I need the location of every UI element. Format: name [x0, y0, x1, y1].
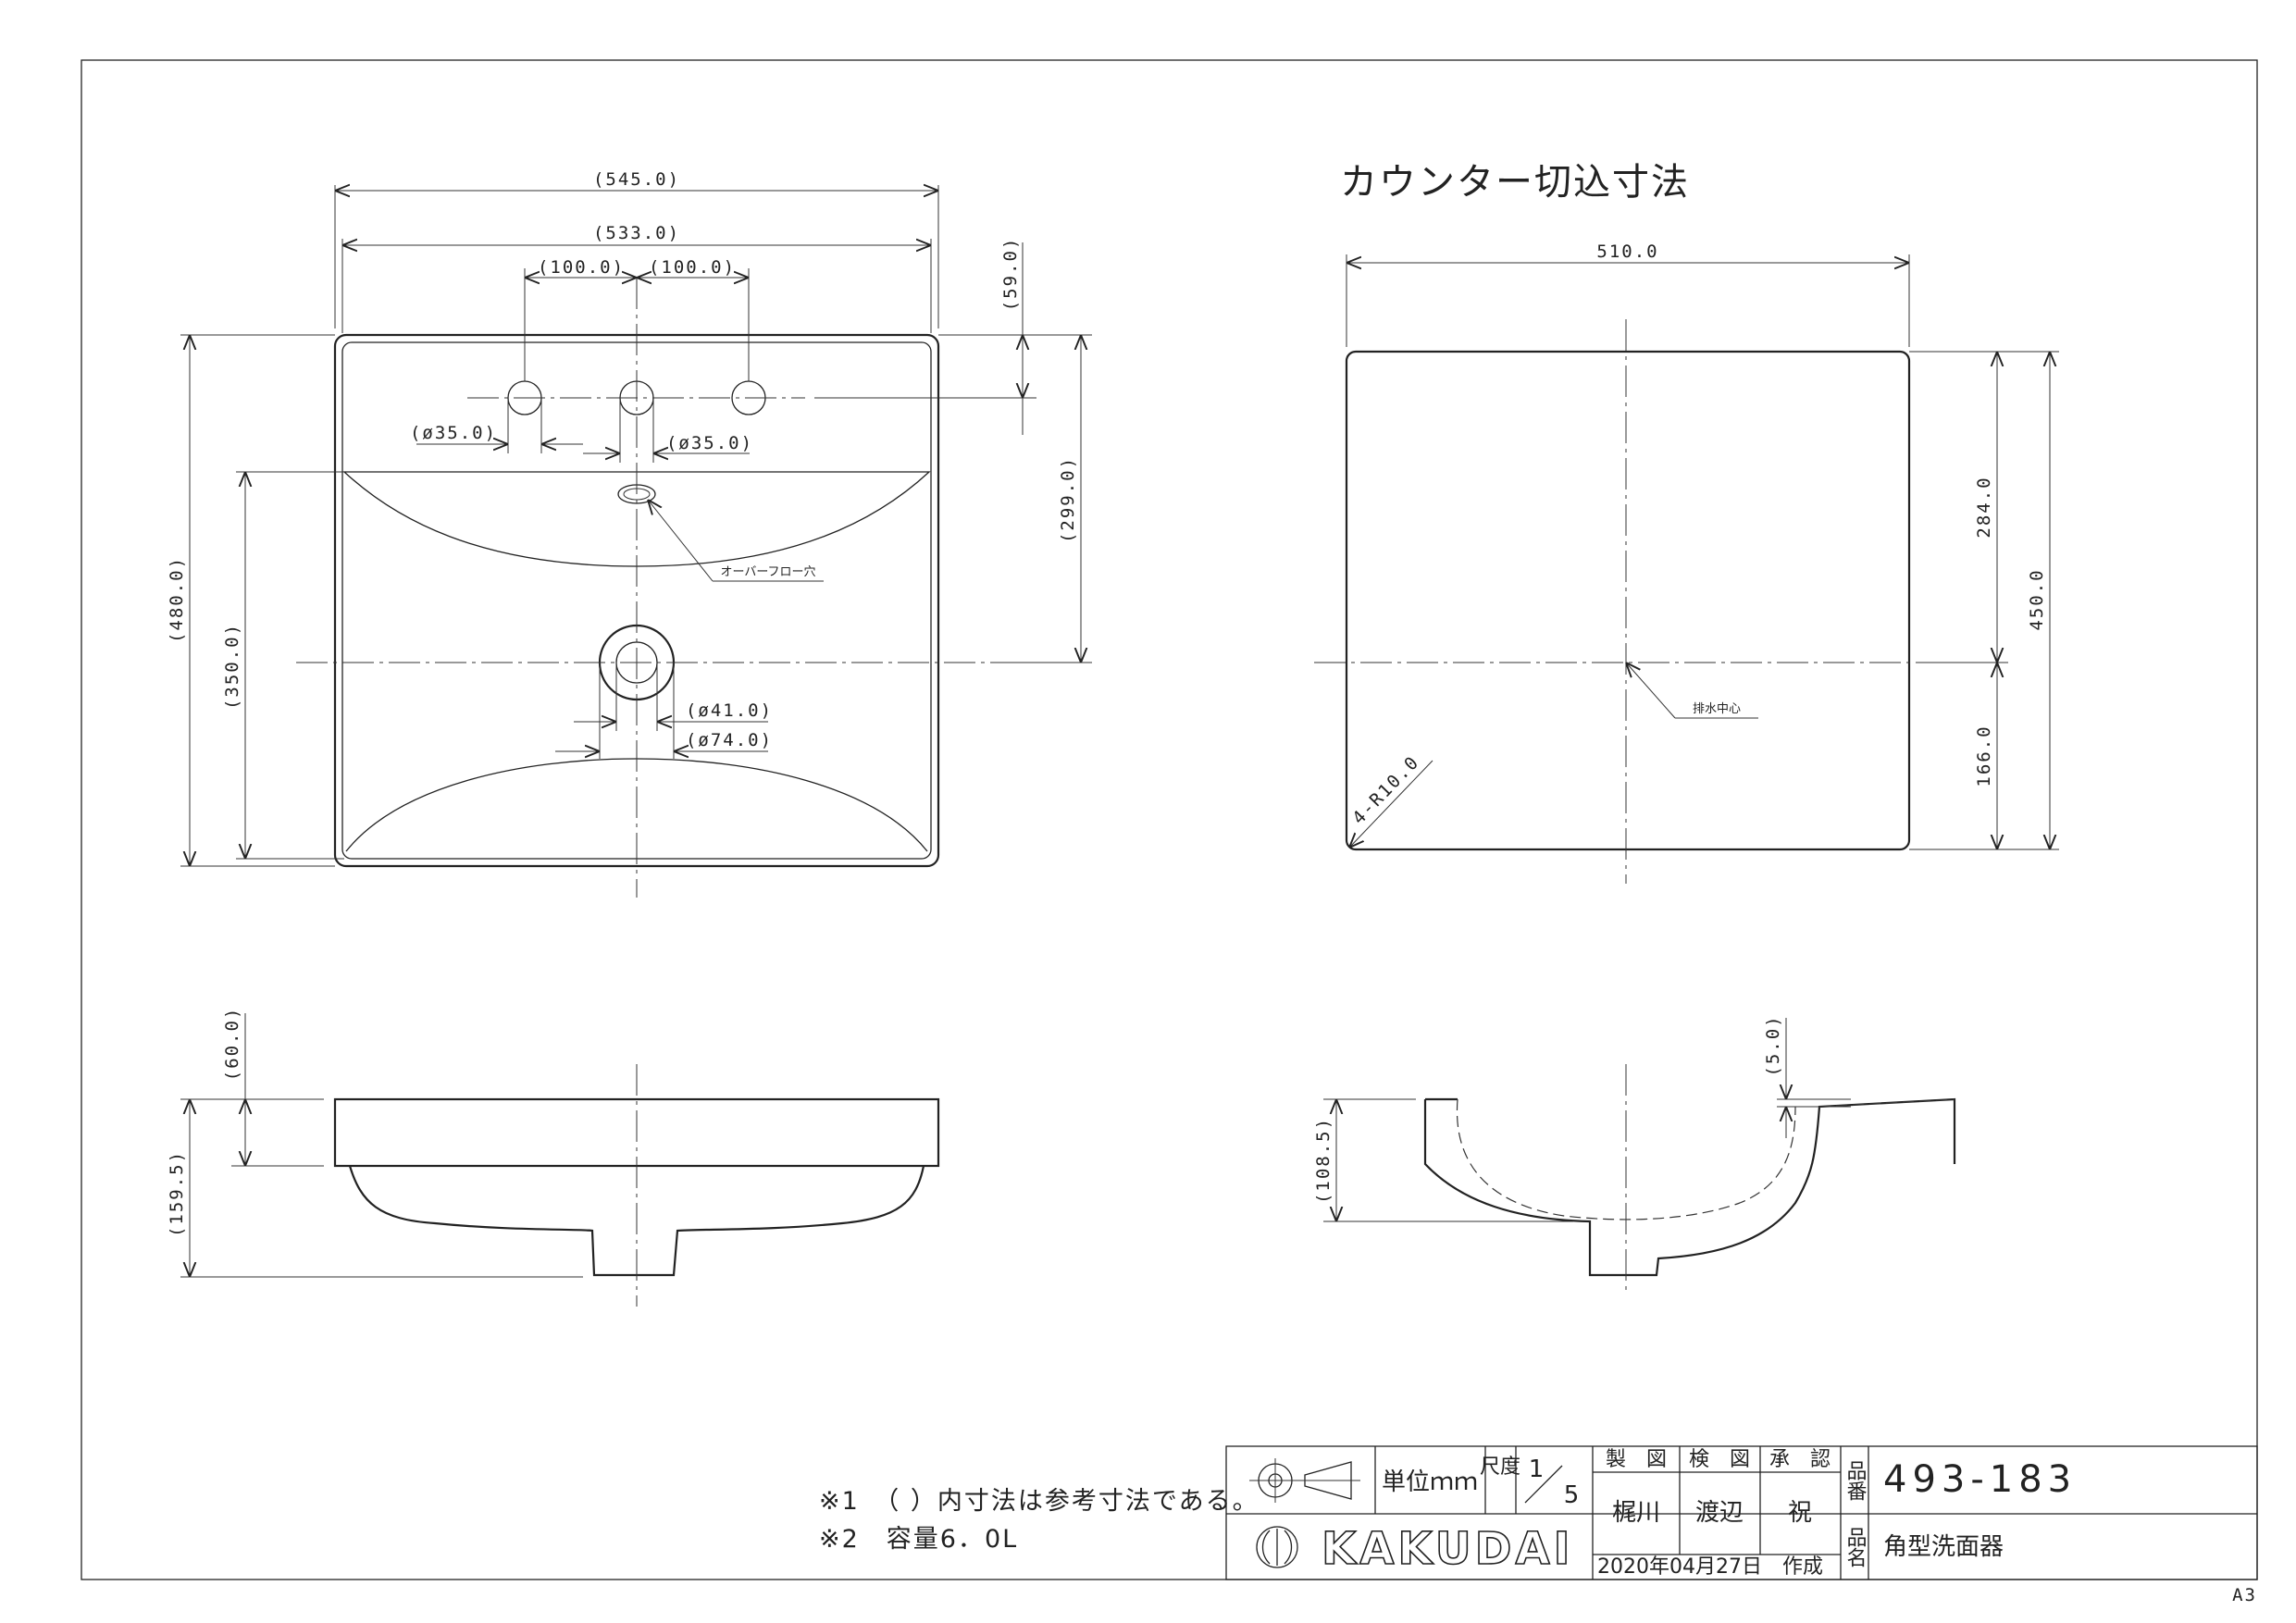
drawn-by: 梶川 — [1612, 1499, 1660, 1527]
basin-front-view: (60.0) (159.5) — [167, 1007, 940, 1307]
svg-text:510.0: 510.0 — [1596, 242, 1658, 262]
svg-text:(545.0): (545.0) — [593, 169, 680, 190]
svg-text:(60.0): (60.0) — [222, 1007, 242, 1082]
svg-text:(59.0): (59.0) — [1000, 237, 1021, 312]
svg-text:(480.0): (480.0) — [167, 556, 187, 643]
svg-text:284.0: 284.0 — [1974, 476, 1994, 538]
svg-text:検 図: 検 図 — [1689, 1448, 1750, 1471]
svg-text:(ø74.0): (ø74.0) — [686, 730, 773, 750]
svg-text:品番: 品番 — [1843, 1460, 1868, 1501]
svg-text:(ø41.0): (ø41.0) — [686, 700, 773, 721]
scale-label: 尺度 — [1480, 1456, 1520, 1479]
brand-name: KAKUDAI — [1322, 1523, 1574, 1575]
svg-text:(ø35.0): (ø35.0) — [410, 423, 497, 443]
svg-text:(100.0): (100.0) — [538, 257, 625, 278]
unit-label: 単位ｍｍ — [1382, 1468, 1478, 1496]
svg-text:(ø35.0): (ø35.0) — [666, 433, 753, 453]
product-number: 493-183 — [1883, 1458, 2077, 1501]
svg-text:5: 5 — [1564, 1481, 1580, 1509]
svg-text:(100.0): (100.0) — [649, 257, 736, 278]
svg-text:(299.0): (299.0) — [1058, 456, 1078, 543]
kakudai-logo-icon — [1256, 1526, 1298, 1568]
note-2: ※2 容量6．0L — [819, 1525, 1018, 1554]
svg-text:166.0: 166.0 — [1974, 725, 1994, 787]
svg-text:(533.0): (533.0) — [593, 223, 680, 243]
front-bowl — [348, 1165, 925, 1277]
svg-text:450.0: 450.0 — [2027, 568, 2047, 630]
svg-text:品名: 品名 — [1843, 1527, 1867, 1567]
note-1: ※1 （ ）内寸法は参考寸法である。 — [819, 1487, 1260, 1516]
side-hidden-inner — [1456, 1098, 1796, 1220]
paper-size: A3 — [2232, 1585, 2257, 1605]
svg-text:(108.5): (108.5) — [1313, 1117, 1334, 1204]
svg-text:(159.5): (159.5) — [167, 1150, 187, 1237]
counter-cut-view: カウンター切込寸法 510.0 450.0 284.0 166.0 4-R10.… — [1314, 161, 2059, 884]
svg-text:(5.0): (5.0) — [1763, 1014, 1783, 1076]
drawing-frame — [81, 59, 2258, 1580]
svg-text:オーバーフロー穴: オーバーフロー穴 — [720, 565, 815, 579]
svg-text:排水中心: 排水中心 — [1693, 702, 1741, 716]
cutout-outline — [1345, 350, 1911, 851]
svg-text:(350.0): (350.0) — [222, 623, 242, 710]
approved-by: 祝 — [1788, 1499, 1812, 1527]
svg-text:4-R10.0: 4-R10.0 — [1348, 751, 1423, 828]
title-block: 単位ｍｍ 尺度 1 5 製 図 検 図 承 認 梶川 渡辺 祝 2020年04月… — [1225, 1445, 2258, 1580]
svg-text:製 図: 製 図 — [1606, 1448, 1667, 1471]
svg-text:承 認: 承 認 — [1769, 1448, 1831, 1471]
side-outline — [1423, 1097, 1956, 1277]
product-name: 角型洗面器 — [1883, 1533, 2004, 1561]
drawing-date: 2020年04月27日 作成 — [1597, 1555, 1823, 1579]
checked-by: 渡辺 — [1695, 1499, 1744, 1527]
svg-text:1: 1 — [1529, 1456, 1545, 1483]
basin-side-view: (5.0) (108.5) — [1313, 1014, 1956, 1295]
basin-top-view: (545.0) (533.0) (100.0) (100.0) (59.0) (… — [167, 169, 1092, 898]
counter-cut-title: カウンター切込寸法 — [1340, 161, 1690, 204]
